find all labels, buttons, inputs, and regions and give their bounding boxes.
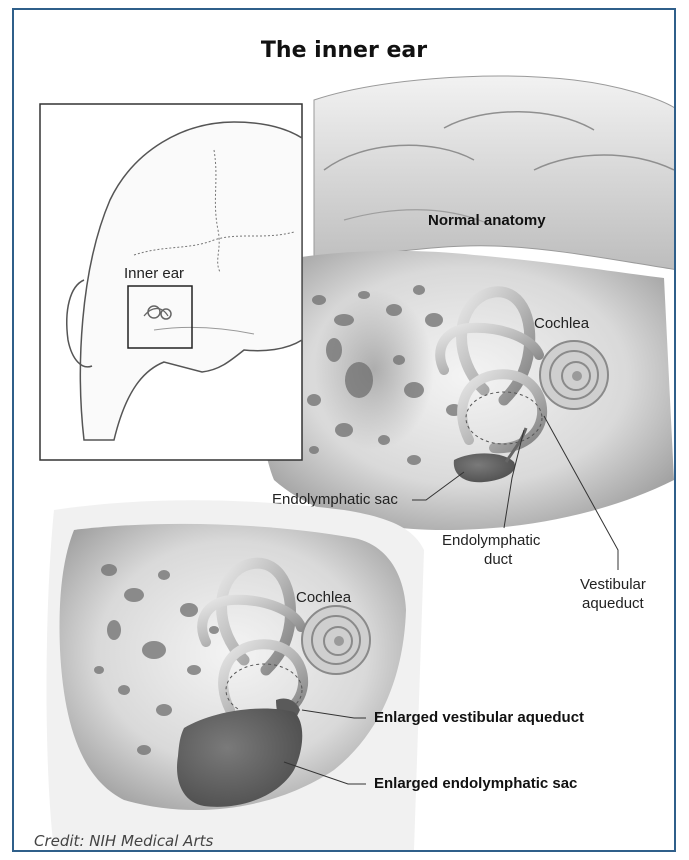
enlarged-vestibular-aqueduct-label: Enlarged vestibular aqueduct bbox=[374, 709, 584, 726]
normal-anatomy-heading: Normal anatomy bbox=[428, 212, 546, 229]
inner-ear-illustration: Inner ear Normal anatomy Cochlea Endolym… bbox=[14, 10, 676, 852]
enlarged-endolymphatic-sac-label: Enlarged endolymphatic sac bbox=[374, 775, 577, 792]
cochlea-label-bottom: Cochlea bbox=[296, 589, 352, 606]
brain-lobes bbox=[314, 76, 676, 270]
credit-line: Credit: NIH Medical Arts bbox=[34, 832, 213, 850]
endolymphatic-duct-label-1: Endolymphatic bbox=[442, 532, 541, 549]
figure-frame: The inner ear bbox=[12, 8, 676, 852]
endolymphatic-duct-label-2: duct bbox=[484, 551, 513, 568]
vestibular-aqueduct-label-2: aqueduct bbox=[582, 595, 645, 612]
vestibular-aqueduct-label-1: Vestibular bbox=[580, 576, 646, 593]
cochlea-label-top: Cochlea bbox=[534, 315, 590, 332]
skull-inset: Inner ear bbox=[40, 104, 302, 460]
inset-label: Inner ear bbox=[124, 265, 184, 282]
